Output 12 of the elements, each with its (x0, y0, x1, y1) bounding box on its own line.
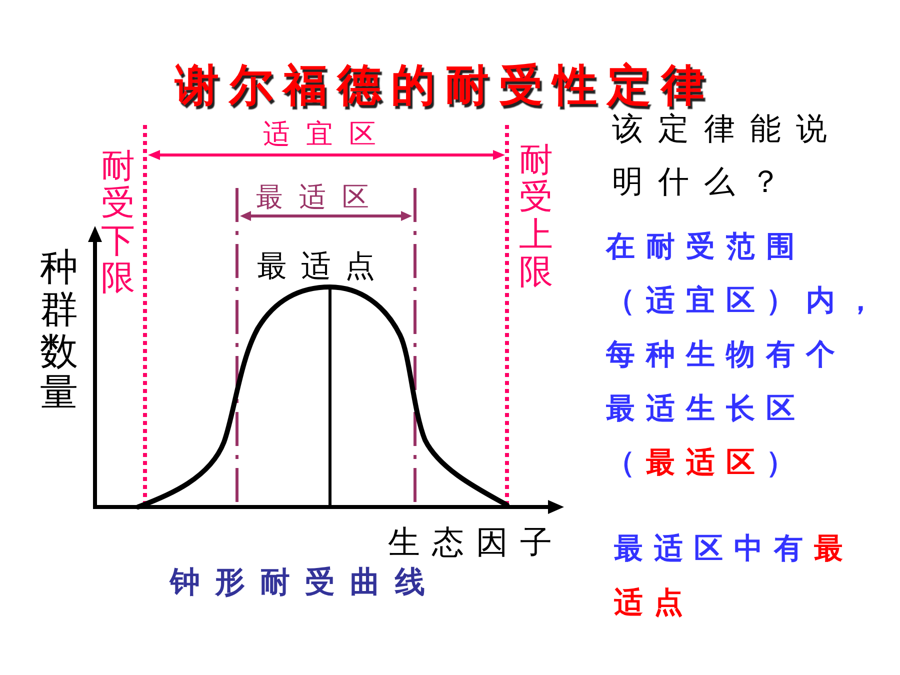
title: 谢尔福德的耐受性定律 (174, 64, 716, 108)
lower-tolerance-limit-label: 耐受下限 (101, 148, 135, 298)
optimum-range-label: 最适区 (256, 184, 385, 211)
figure-caption: 钟形耐受曲线 (170, 568, 440, 598)
optimum-point-label: 最适点 (257, 252, 389, 282)
upper-tolerance-limit-label: 耐受上限 (519, 142, 553, 292)
y-axis-label: 种群数量 (40, 248, 78, 416)
answer-paragraph: 在耐受范围（适宜区）内，每种生物有个最适生长区（最适区） (606, 230, 886, 481)
suitable-range-label: 适宜区 (263, 121, 392, 148)
question-text: 该定律能说明什么？ (612, 110, 842, 201)
answer-note: 最适区中有最适点 (614, 532, 854, 621)
x-axis-label: 生态因子 (388, 526, 564, 558)
